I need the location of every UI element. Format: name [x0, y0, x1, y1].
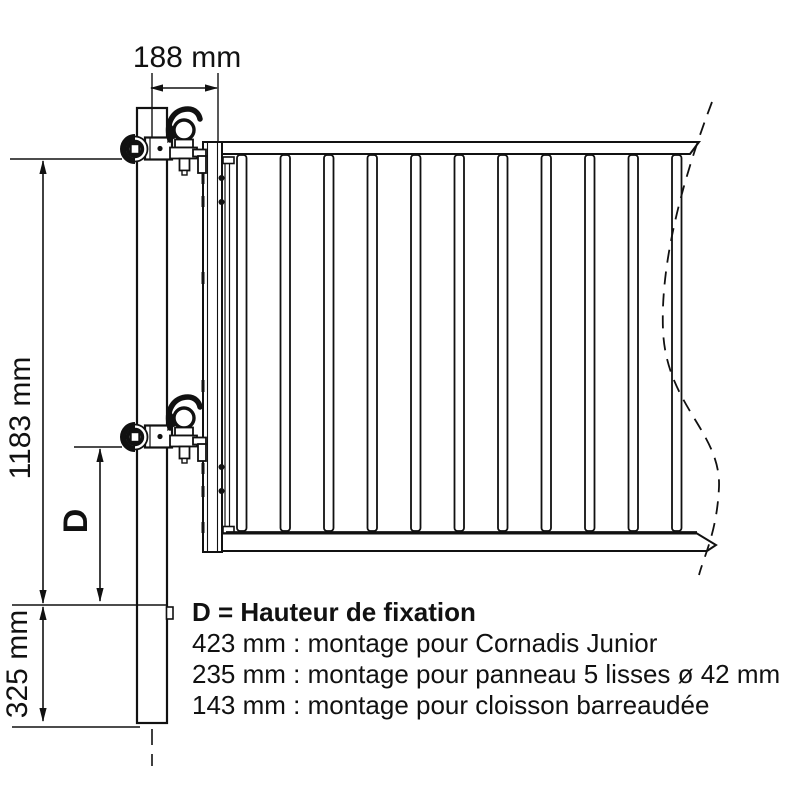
dim-bottom-label: 325 mm [1, 609, 34, 719]
dimension-d [74, 446, 122, 602]
panel [221, 101, 720, 576]
legend-line: 423 mm : montage pour Cornadis Junior [192, 628, 658, 658]
clip-top [222, 156, 235, 165]
panel-bars [236, 154, 683, 532]
top-rail [221, 141, 701, 155]
legend-line: 235 mm : montage pour panneau 5 lisses ø… [192, 659, 781, 689]
dim-height-label: 1183 mm [4, 356, 37, 480]
dim-d-label: D [57, 508, 95, 534]
mount-plate [224, 156, 231, 532]
post-tab [165, 606, 174, 620]
frame-channel [201, 141, 225, 553]
legend-line: 143 mm : montage pour cloisson barreaudé… [192, 690, 710, 720]
dimension-bottom-325 [12, 604, 174, 728]
bottom-rail [221, 532, 718, 552]
break-line [661, 101, 720, 576]
legend-title: D = Hauteur de fixation [192, 597, 476, 627]
dimension-width-188 [150, 73, 219, 141]
dim-width-label: 188 mm [132, 41, 242, 74]
channel-bolts [218, 175, 225, 494]
dimension-height-1183 [10, 158, 122, 604]
channel-slots [201, 173, 205, 533]
post [135, 73, 169, 766]
legend: D = Hauteur de fixation 423 mm : montage… [192, 597, 780, 721]
